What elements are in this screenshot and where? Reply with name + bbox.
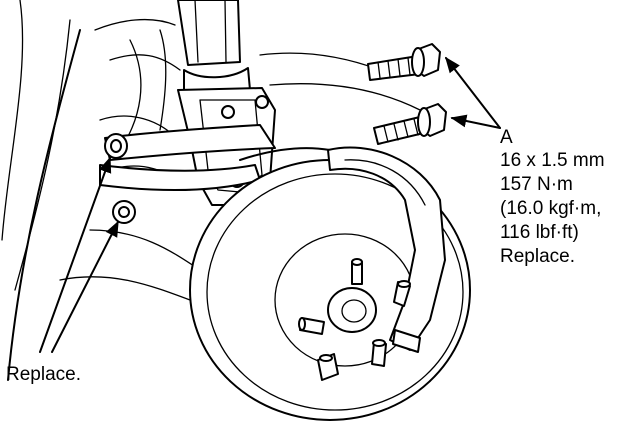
wheel-studs [298, 258, 411, 381]
callout-a-torque: 157 N·m [500, 174, 573, 195]
body-outline [1, 0, 421, 381]
bolt-a-lower [373, 103, 447, 145]
leader-bolt-upper [445, 56, 501, 129]
bolt-a-upper [367, 43, 441, 81]
brake-caliper [327, 146, 446, 353]
callout-a-torque-lbf: 116 lbf·ft) [500, 222, 579, 243]
shock-absorber [177, 0, 251, 99]
leader-bolt-lower [450, 114, 501, 129]
flange-nut-lower [112, 200, 136, 224]
leader-lines [39, 56, 501, 353]
callout-a-torque-kgf: (16.0 kgf·m, [500, 198, 601, 219]
callout-nuts-note: Replace. [6, 364, 81, 385]
leader-nut-upper [39, 156, 112, 353]
callout-a-size: 16 x 1.5 mm [500, 150, 605, 171]
flange-nut-upper [104, 133, 128, 159]
control-arm [99, 124, 331, 191]
leader-nut-lower [51, 220, 119, 353]
callout-a-letter: A [500, 127, 513, 148]
callout-a-note: Replace. [500, 246, 575, 267]
brake-drum [189, 159, 471, 421]
